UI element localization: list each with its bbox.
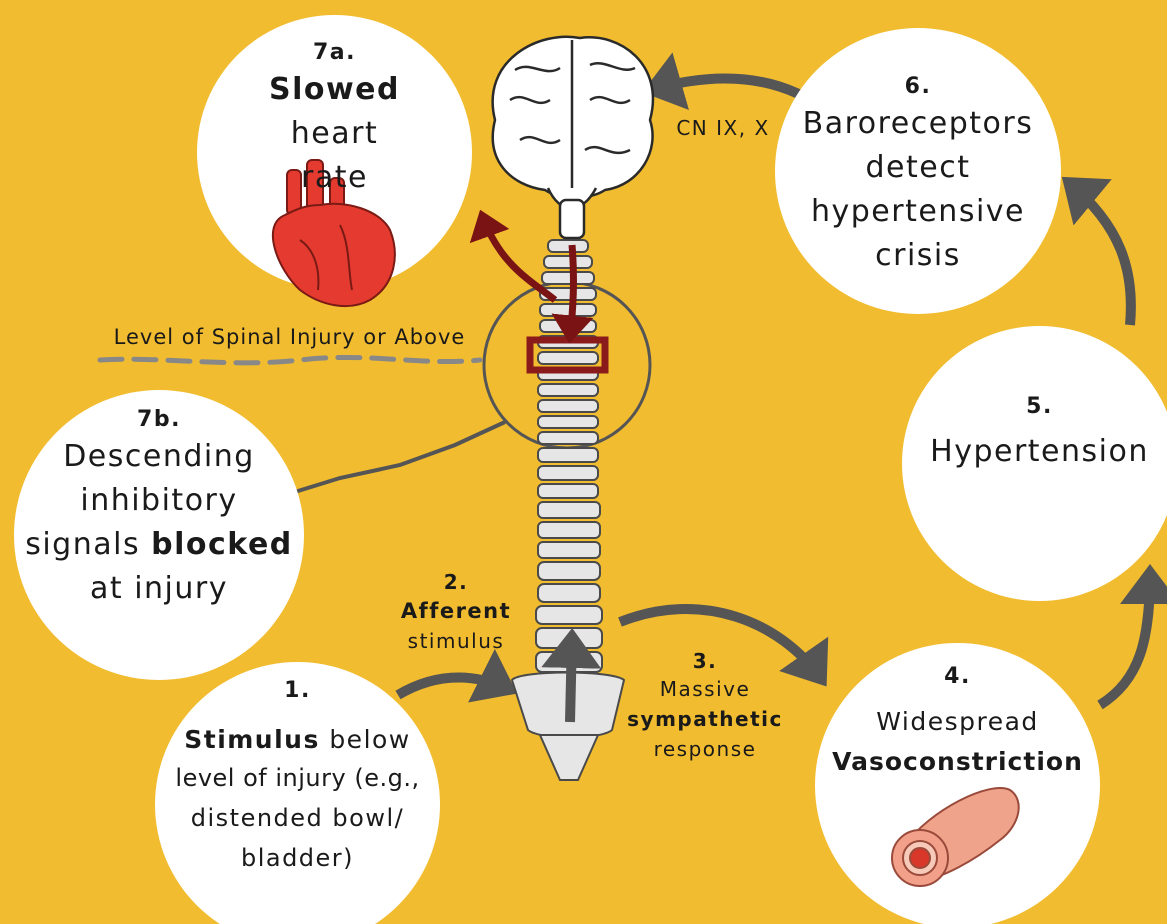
step-1-line3: distended bowl/ (155, 798, 440, 838)
step-1-text: 1. Stimulus below level of injury (e.g.,… (155, 676, 440, 878)
step-3-bold: sympathetic (627, 707, 783, 731)
step-4-line1: Widespread (815, 702, 1100, 742)
step-1-number: 1. (155, 676, 440, 706)
step-4-text: 4. Widespread Vasoconstriction (815, 662, 1100, 782)
step-7b-text: 7b. Descending inhibitory signals blocke… (14, 405, 304, 611)
step-7b-line4: at injury (14, 567, 304, 611)
injury-level-label: Level of Spinal Injury or Above (92, 322, 487, 352)
step-2-number: 2. (392, 568, 520, 596)
step-3-number: 3. (615, 648, 795, 674)
step-2-bold: Afferent (401, 599, 511, 623)
step-6-text: 6. Baroreceptors detect hypertensive cri… (775, 72, 1061, 278)
step-6-line4: crisis (775, 234, 1061, 278)
step-7b-line2: inhibitory (14, 479, 304, 523)
step-1-rest1: below (329, 725, 410, 754)
step-7a-text: 7a. Slowed heart rate (197, 38, 472, 200)
step-4-number: 4. (815, 662, 1100, 692)
step-7a-rest: heart rate (197, 112, 472, 200)
step-7b-line3-pre: signals (25, 527, 140, 562)
step-5-text: 5. Hypertension (902, 392, 1167, 474)
step-5-number: 5. (902, 392, 1167, 422)
step-3-text: 3. Massive sympathetic response (615, 648, 795, 764)
step-2-rest: stimulus (392, 626, 520, 656)
step-3-line1: Massive (615, 674, 795, 704)
step-7b-line1: Descending (14, 435, 304, 479)
step-6-line2: detect (775, 146, 1061, 190)
step-3-line3: response (615, 734, 795, 764)
step-4-bold: Vasoconstriction (832, 747, 1083, 776)
step-6-number: 6. (775, 72, 1061, 102)
step-7a-number: 7a. (197, 38, 472, 68)
step-1-line4: bladder) (155, 838, 440, 878)
step-7b-number: 7b. (14, 405, 304, 435)
cranial-nerve-label: CN IX, X (668, 114, 778, 142)
step-6-line3: hypertensive (775, 190, 1061, 234)
step-1-bold: Stimulus (184, 725, 320, 754)
step-6-line1: Baroreceptors (775, 102, 1061, 146)
step-1-line2: level of injury (e.g., (155, 758, 440, 798)
step-7a-bold: Slowed (269, 72, 400, 107)
step-2-text: 2. Afferent stimulus (392, 568, 520, 656)
step-5-label: Hypertension (902, 430, 1167, 474)
step-7b-line3-bold: blocked (151, 527, 293, 562)
